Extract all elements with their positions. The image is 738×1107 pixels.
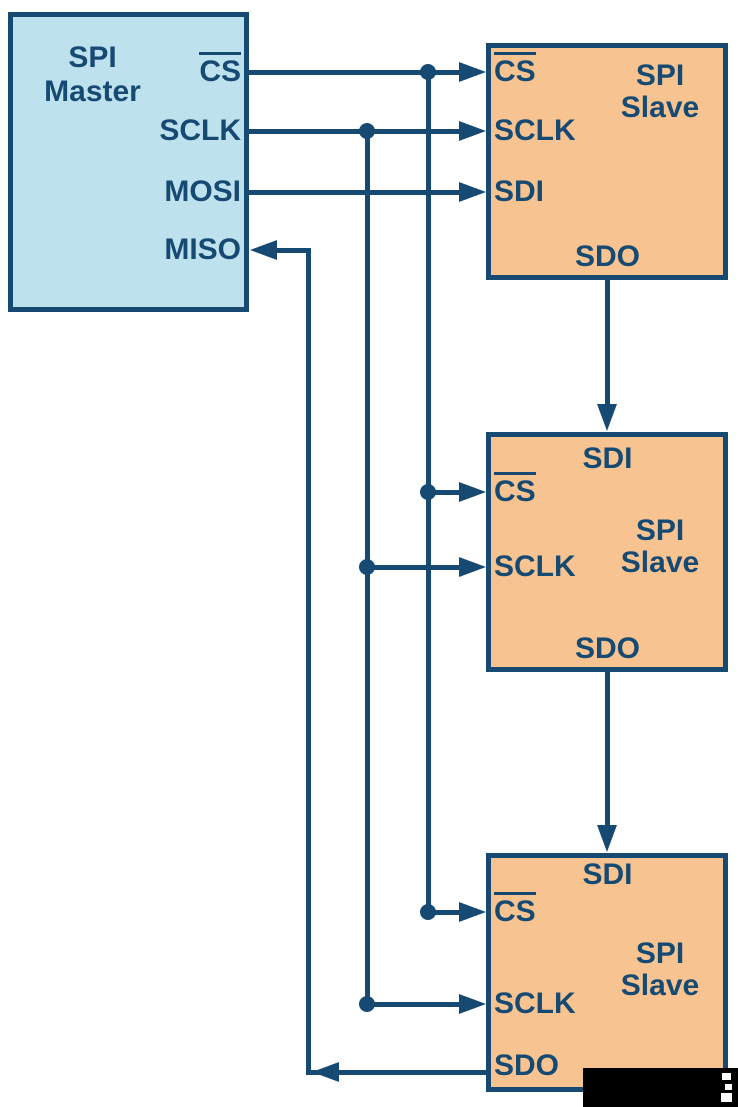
- sdo3-return-arrowhead: [312, 1062, 339, 1082]
- master-pin-sclk: SCLK: [159, 114, 241, 147]
- slave3-pin-cs: CS: [494, 892, 536, 927]
- cs-wire-to-slave3: [428, 909, 461, 915]
- cs-junction-dot-2: [420, 484, 436, 500]
- slave3-pin-sdi: SDI: [582, 858, 633, 891]
- master-title-line2: Master: [44, 75, 141, 108]
- slave2-pin-cs-label: CS: [494, 472, 536, 507]
- slave2-pin-sdo: SDO: [574, 632, 640, 665]
- slave3-pin-cs-label: CS: [494, 892, 536, 927]
- slave1-pin-sdi: SDI: [494, 175, 545, 208]
- slave1-pin-sclk: SCLK: [494, 114, 576, 147]
- watermark-box: [583, 1068, 738, 1107]
- slave2-pin-sdi: SDI: [582, 442, 633, 475]
- slave3-pin-sclk: SCLK: [494, 987, 576, 1020]
- watermark-glyph-fragment: [725, 1084, 732, 1090]
- spi-master-box: SPI Master: [8, 12, 249, 312]
- master-title: SPI Master: [25, 41, 160, 109]
- slave1-pin-cs: CS: [494, 52, 536, 87]
- cs-arrowhead-slave2: [459, 482, 486, 502]
- sclk-arrowhead-slave3: [459, 994, 486, 1014]
- slave2-title: SPI Slave: [600, 515, 720, 579]
- sclk-arrowhead-slave1: [459, 121, 486, 141]
- slave2-pin-sclk: SCLK: [494, 550, 576, 583]
- slave3-pin-sdo: SDO: [494, 1049, 560, 1082]
- master-title-line1: SPI: [68, 41, 117, 74]
- cs-arrowhead-slave3: [459, 902, 486, 922]
- sdo3-return-wire-bottom: [305, 1069, 487, 1075]
- sclk-wire-master-to-slave1: [249, 128, 461, 134]
- master-pin-miso: MISO: [164, 233, 241, 266]
- slave3-title-line1: SPI: [635, 937, 685, 970]
- mosi-wire-master-to-slave1: [249, 189, 461, 195]
- slave2-title-line1: SPI: [635, 514, 685, 547]
- slave1-pin-cs-label: CS: [494, 52, 536, 87]
- slave2-title-line2: Slave: [620, 546, 700, 579]
- slave1-title: SPI Slave: [600, 60, 720, 124]
- slave3-title: SPI Slave: [600, 938, 720, 1002]
- sclk-junction-dot-3: [359, 996, 375, 1012]
- sdo1-to-sdi2-wire: [604, 280, 610, 406]
- slave1-pin-sdo: SDO: [574, 240, 640, 273]
- spi-slave1-box: [486, 43, 728, 280]
- watermark-glyph-fragment: [721, 1093, 732, 1102]
- slave2-pin-cs: CS: [494, 472, 536, 507]
- master-pin-cs: CS: [199, 52, 241, 87]
- sdo2-to-sdi3-arrowhead: [597, 825, 617, 852]
- sdo1-to-sdi2-arrowhead: [597, 404, 617, 431]
- sclk-wire-to-slave2: [367, 564, 461, 570]
- watermark-glyph-fragment: [722, 1073, 731, 1080]
- miso-arrowhead-master: [250, 240, 277, 260]
- sclk-arrowhead-slave2: [459, 557, 486, 577]
- miso-return-wire-vertical: [305, 247, 311, 1075]
- sclk-junction-dot-2: [359, 559, 375, 575]
- cs-arrowhead-slave1: [459, 62, 486, 82]
- master-pin-mosi: MOSI: [164, 175, 241, 208]
- cs-junction-dot-1: [420, 64, 436, 80]
- sclk-junction-dot-1: [359, 123, 375, 139]
- slave3-title-line2: Slave: [620, 969, 700, 1002]
- slave1-title-line2: Slave: [620, 91, 700, 124]
- cs-wire-to-slave2: [428, 489, 461, 495]
- cs-wire-master-to-slave1: [249, 69, 461, 75]
- master-pin-cs-label: CS: [199, 52, 241, 87]
- sdo2-to-sdi3-wire: [604, 672, 610, 827]
- miso-wire-to-master: [276, 247, 311, 253]
- sclk-wire-to-slave3: [367, 1001, 461, 1007]
- cs-junction-dot-3: [420, 904, 436, 920]
- mosi-arrowhead-slave1-sdi: [459, 182, 486, 202]
- slave1-title-line1: SPI: [635, 59, 685, 92]
